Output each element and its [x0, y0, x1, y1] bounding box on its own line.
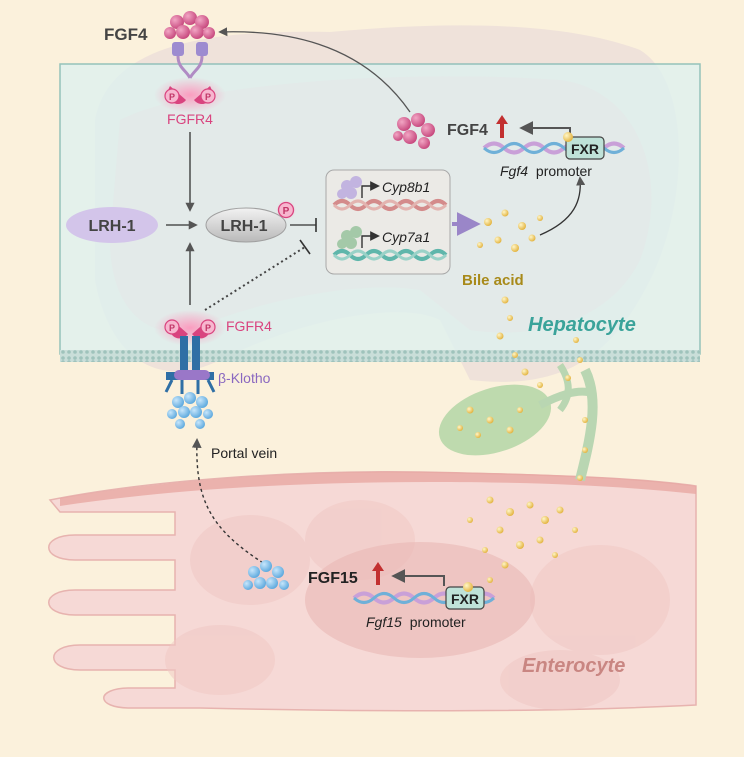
phospho-text: P — [205, 92, 211, 102]
receptor-extracellular — [164, 379, 216, 394]
fgfr4-top-label: FGFR4 — [167, 111, 213, 127]
fxr-label-liver: FXR — [571, 141, 599, 157]
phospho-badge-fgfr4-bottom-right — [200, 319, 216, 335]
cyp-gene-box — [325, 169, 451, 275]
fgf4-gene-label: FGF4 — [447, 122, 488, 139]
fgf15-promoter-label: Fgf15 promoter — [366, 614, 466, 630]
fgf15-label: FGF15 — [308, 570, 358, 587]
cyp8b1-label: Cyp8b1 — [382, 179, 430, 195]
fxr-box-liver — [565, 136, 605, 160]
cyp7a1-factor — [337, 226, 362, 249]
fgf15-ligand-intestine — [243, 560, 289, 590]
cyp7a1-label: Cyp7a1 — [382, 229, 430, 245]
cyp7a1-dna-strand — [332, 249, 448, 261]
lrh1-phosphorylated — [205, 207, 287, 243]
bile-acid-particles — [457, 209, 588, 583]
phospho-text: P — [205, 323, 211, 333]
klotho-label: β-Klotho — [218, 370, 271, 386]
phospho-text: P — [283, 206, 290, 217]
enterocyte-label: Enterocyte — [522, 655, 625, 677]
cyp7a1-promoter-arrow — [361, 231, 380, 248]
fgf4-ligand-intracellular — [393, 113, 435, 149]
lrh1-unphosphorylated — [66, 207, 158, 243]
fgfr4-bottom-label: FGFR4 — [226, 318, 272, 334]
hepatocyte-label: Hepatocyte — [528, 314, 636, 336]
fgf4-promoter-label: Fgf4 promoter — [500, 163, 592, 179]
phospho-badge-fgfr4-top-right — [200, 88, 216, 104]
fgf15-promoter-gene: Fgf15 — [366, 614, 402, 630]
inhibition-bar-dotted — [299, 239, 311, 255]
fgf15-upregulated-icon — [372, 562, 384, 585]
enterocyte-brush-border — [60, 471, 696, 506]
arrow-fgf4-secretion — [218, 27, 411, 113]
cyp7a1-dna — [332, 249, 448, 261]
gallbladder — [438, 363, 598, 482]
portal-vein-label: Portal vein — [211, 445, 277, 461]
cyp8b1-promoter-arrow — [361, 181, 380, 198]
fgf15-promoter-word: promoter — [410, 614, 466, 630]
fgf4-promoter-word: promoter — [536, 163, 592, 179]
fgf4-promoter-gene: Fgf4 — [500, 163, 528, 179]
fgf4-ligand-top — [164, 11, 215, 39]
cell-membrane — [60, 350, 700, 362]
phospho-badge-fgfr4-top-left — [164, 88, 180, 104]
cyp8b1-dna — [332, 199, 448, 211]
arrow-bile-acid-to-fxr — [539, 176, 586, 236]
fgf4-upregulated-icon — [496, 115, 508, 138]
phospho-text: P — [169, 92, 175, 102]
fgf4-top-label: FGF4 — [104, 25, 148, 44]
fxr-label-intestine: FXR — [451, 591, 479, 607]
bile-acid-bound-fxr-intestine — [463, 582, 473, 592]
cyp8b1-dna-strand — [332, 199, 448, 211]
bile-acid-bound-fxr — [563, 132, 573, 142]
beta-klotho-protein — [174, 370, 210, 380]
phospho-text: P — [169, 323, 175, 333]
fgf15-ligand-bound — [167, 392, 213, 429]
fgf15-transcription-arrow — [391, 569, 445, 586]
cyp8b1-factor — [337, 176, 362, 199]
bile-acid-label: Bile acid — [462, 272, 524, 289]
portal-vein-path — [191, 438, 269, 567]
phospho-badge-lrh1 — [277, 201, 295, 219]
lrh1-p-label: LRH-1 — [220, 218, 267, 235]
lrh1-label: LRH-1 — [88, 218, 135, 235]
phospho-badge-fgfr4-bottom-left — [164, 319, 180, 335]
